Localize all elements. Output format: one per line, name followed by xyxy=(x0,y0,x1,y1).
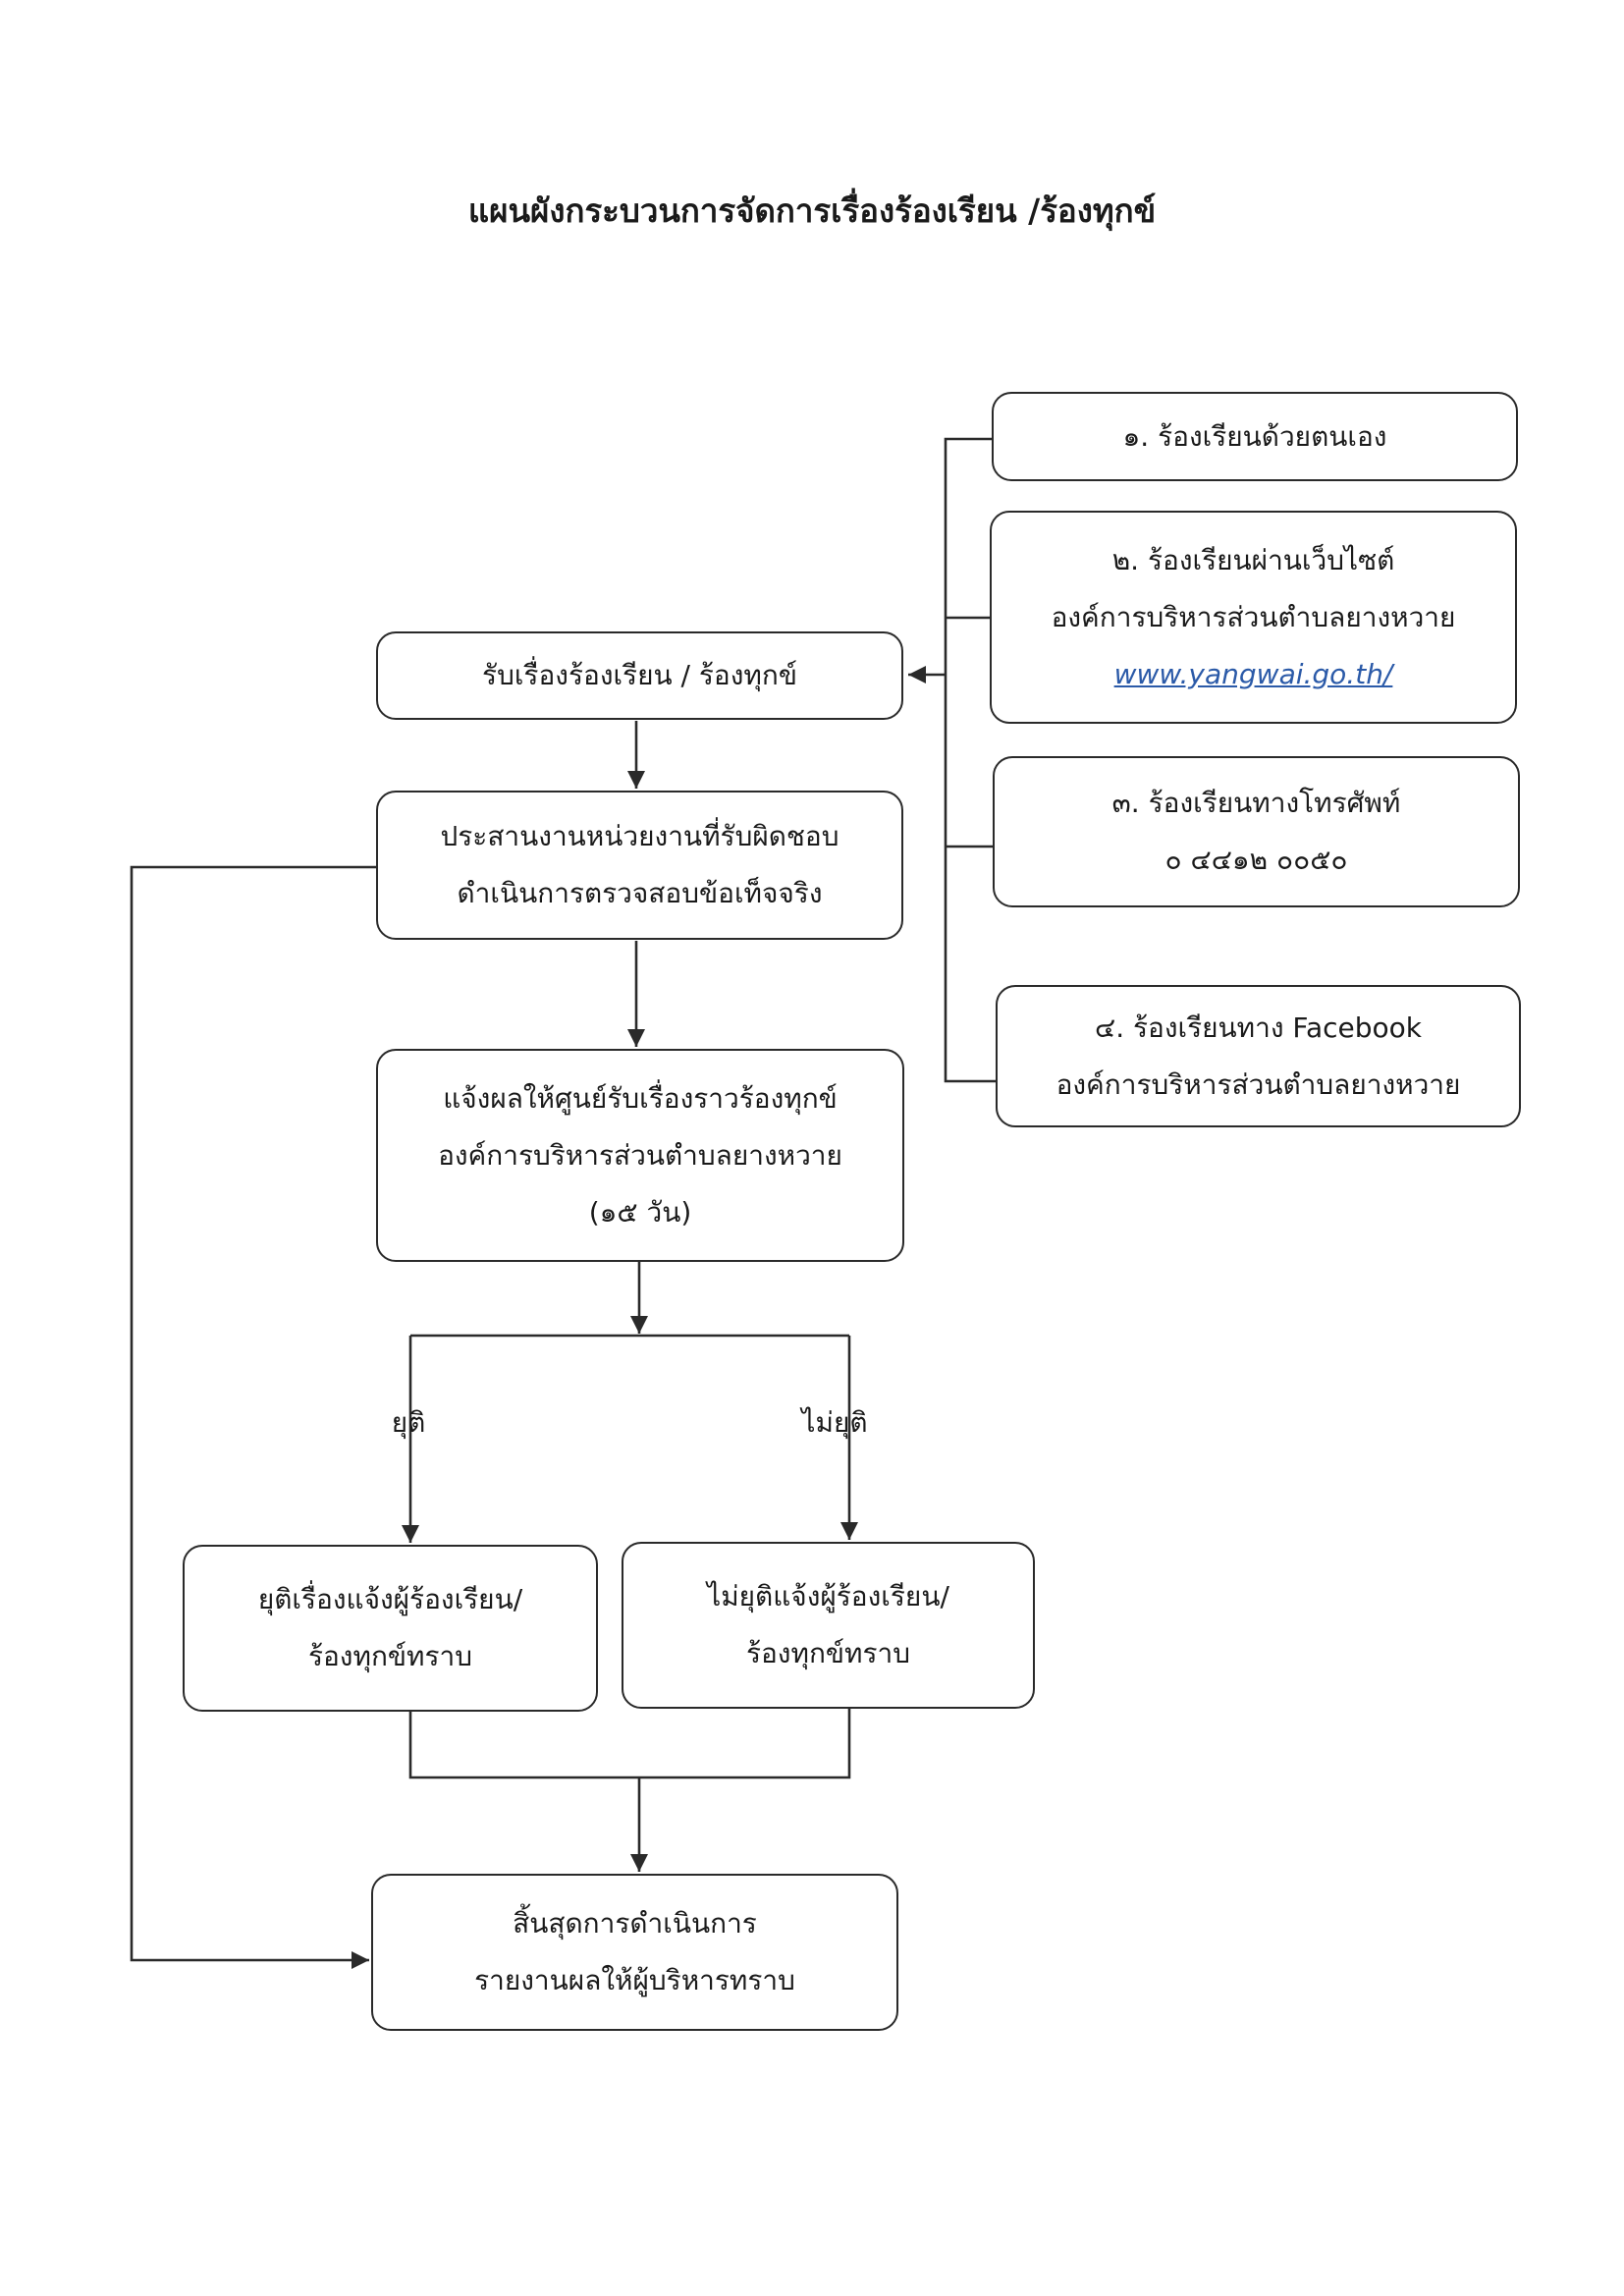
coordinate-line-1: ประสานงานหน่วยงานที่รับผิดชอบ xyxy=(440,820,839,852)
resolved-line-2: ร้องทุกข์ทราบ xyxy=(307,1640,473,1672)
end-line-1: สิ้นสุดการดำเนินการ xyxy=(513,1907,757,1940)
merge-line xyxy=(408,1709,851,1779)
unresolved-line-1: ไม่ยุติแจ้งผู้ร้องเรียน/ xyxy=(707,1580,949,1613)
channel-facebook-box: ๔. ร้องเรียนทาง Facebook องค์การบริหารส่… xyxy=(996,985,1521,1127)
notify-center-box: แจ้งผลให้ศูนย์รับเรื่องราวร้องทุกข์ องค์… xyxy=(376,1049,904,1262)
bypass-to-end-arrow xyxy=(130,865,376,1970)
coordinate-units-box: ประสานงานหน่วยงานที่รับผิดชอบ ดำเนินการต… xyxy=(376,791,903,940)
channel-bus-line xyxy=(944,437,996,1083)
resolved-notify-box: ยุติเรื่องแจ้งผู้ร้องเรียน/ ร้องทุกข์ทรา… xyxy=(183,1545,598,1712)
coordinate-line-2: ดำเนินการตรวจสอบข้อเท็จจริง xyxy=(457,877,823,909)
notify-line-1: แจ้งผลให้ศูนย์รับเรื่องราวร้องทุกข์ xyxy=(443,1081,838,1115)
unresolved-branch-label: ไม่ยุติ xyxy=(801,1406,868,1439)
unresolved-line-2: ร้องทุกข์ทราบ xyxy=(745,1637,911,1669)
end-process-box: สิ้นสุดการดำเนินการ รายงานผลให้ผู้บริหาร… xyxy=(371,1874,898,2031)
receive-complaint-label: รับเรื่องร้องเรียน / ร้องทุกข์ xyxy=(482,659,797,691)
channel-in-person-box: ๑. ร้องเรียนด้วยตนเอง xyxy=(992,392,1518,481)
resolved-branch-label: ยุติ xyxy=(391,1406,426,1439)
notify-duration: (๑๕ วัน) xyxy=(588,1195,692,1229)
channel-1-label: ๑. ร้องเรียนด้วยตนเอง xyxy=(1122,419,1387,453)
channel-phone-box: ๓. ร้องเรียนทางโทรศัพท์ ๐ ๔๔๑๒ ๐๐๕๐ xyxy=(993,756,1520,907)
channel-4-org: องค์การบริหารส่วนตำบลยางหวาย xyxy=(1056,1067,1461,1101)
channel-4-label: ๔. ร้องเรียนทาง Facebook xyxy=(1095,1011,1422,1044)
channel-2-org: องค์การบริหารส่วนตำบลยางหวาย xyxy=(1051,600,1456,633)
unresolved-notify-box: ไม่ยุติแจ้งผู้ร้องเรียน/ ร้องทุกข์ทราบ xyxy=(622,1542,1035,1709)
channel-3-phone: ๐ ๔๔๑๒ ๐๐๕๐ xyxy=(1164,844,1348,876)
website-link[interactable]: www.yangwai.go.th/ xyxy=(1113,657,1393,690)
channel-2-label: ๒. ร้องเรียนผ่านเว็บไซต์ xyxy=(1111,543,1395,576)
receive-complaint-box: รับเรื่องร้องเรียน / ร้องทุกข์ xyxy=(376,631,903,720)
channel-3-label: ๓. ร้องเรียนทางโทรศัพท์ xyxy=(1111,787,1401,819)
end-line-2: รายงานผลให้ผู้บริหารทราบ xyxy=(474,1964,795,1996)
page-title: แผนผังกระบวนการจัดการเรื่องร้องเรียน /ร้… xyxy=(467,191,1157,230)
notify-line-2: องค์การบริหารส่วนตำบลยางหวาย xyxy=(438,1138,842,1172)
channel-website-box: ๒. ร้องเรียนผ่านเว็บไซต์ องค์การบริหารส่… xyxy=(990,511,1517,724)
resolved-line-1: ยุติเรื่องแจ้งผู้ร้องเรียน/ xyxy=(257,1583,523,1615)
